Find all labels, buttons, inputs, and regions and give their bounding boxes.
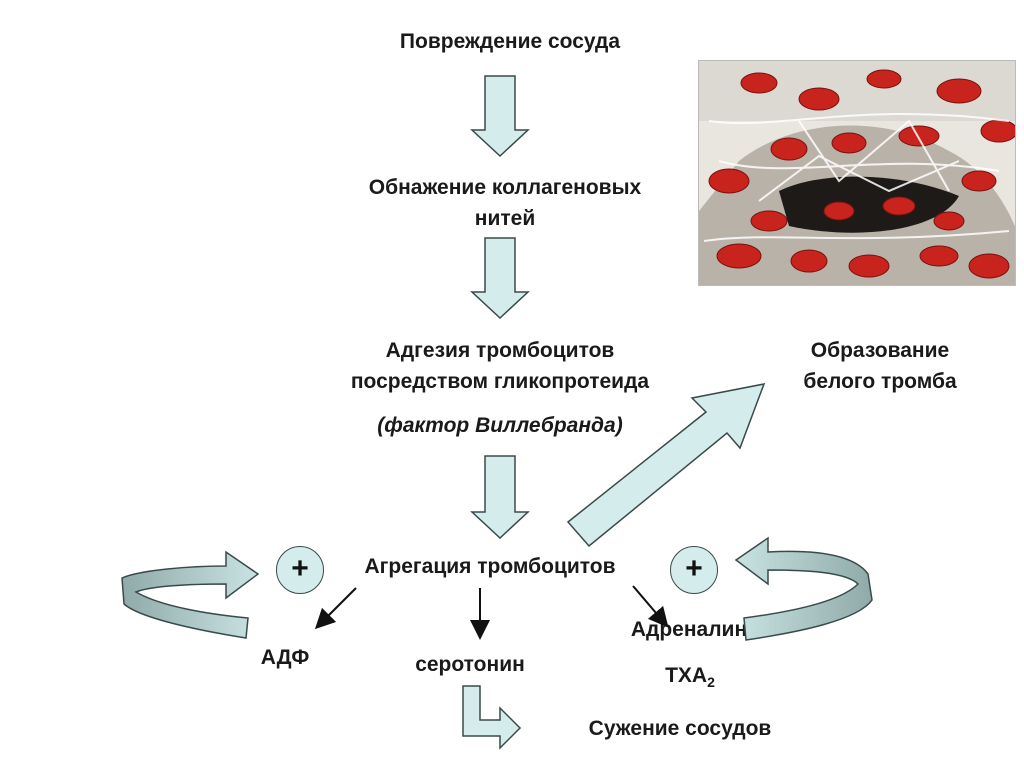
von-willebrand-factor-label: (фактор Виллебранда) (377, 414, 623, 437)
positive-feedback-left-badge: + (276, 546, 324, 594)
collagen-line-1: Обнажение коллагеновых (368, 176, 642, 199)
vessel-damage-label: Повреждение сосуда (399, 30, 621, 53)
collagen-line-2: нитей (474, 207, 536, 230)
txa2-label: ТХА2 (640, 660, 740, 698)
positive-feedback-right-badge: + (670, 546, 718, 594)
down-arrow-1 (470, 75, 530, 158)
down-arrow-3 (470, 455, 530, 540)
white-thrombus-line-1: Образование (810, 339, 950, 362)
adp-label: АДФ (260, 646, 310, 669)
adhesion-line-2: посредством гликопротеида (350, 370, 650, 393)
micrograph-drawing (699, 61, 1015, 285)
diagonal-arrow-to-white-thrombus (566, 383, 766, 548)
aggregation-label: Агрегация тромбоцитов (364, 555, 616, 578)
white-thrombus-line-2: белого тромба (803, 370, 957, 393)
txa-base: ТХА (665, 664, 708, 687)
right-feedback-curve (734, 536, 873, 641)
white-thrombus-label: Образование белого тромба (770, 335, 990, 397)
down-arrow-2 (470, 237, 530, 320)
bent-arrow-to-vasoconstriction (462, 685, 522, 750)
adhesion-label: Адгезия тромбоцитов посредством гликопро… (290, 335, 710, 397)
serotonin-label: серотонин (415, 653, 525, 676)
arrow-to-adrenaline (632, 585, 669, 628)
left-feedback-curve (121, 550, 260, 639)
vasoconstriction-label: Сужение сосудов (588, 717, 772, 740)
thrombus-micrograph-image (698, 60, 1016, 286)
collagen-exposure-label: Обнажение коллагеновых нитей (320, 172, 690, 234)
arrow-to-adp (314, 587, 357, 630)
txa-subscript: 2 (707, 674, 715, 691)
adhesion-line-1: Адгезия тромбоцитов (385, 339, 615, 362)
